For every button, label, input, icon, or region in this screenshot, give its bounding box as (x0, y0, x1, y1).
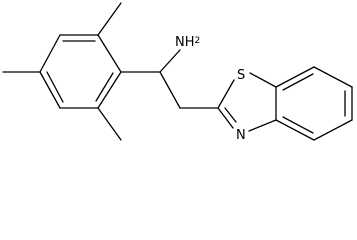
bond-ch-to-ch2 (159, 71, 181, 109)
ethylamine-chain (120, 49, 219, 109)
thiazole-bond-c2-n-inner (224, 107, 237, 123)
benzo-bond-4 (313, 119, 353, 141)
mesityl-ring (39, 34, 122, 109)
benzo-bond-1-inner (282, 73, 314, 91)
ring-bond-c6-c1-inner (95, 72, 114, 102)
thiazole-bond-s-c7a (249, 72, 277, 88)
amine-label-subscript: 2 (195, 36, 201, 46)
nitrogen-label: N (236, 128, 246, 143)
bond-ch-to-nh2 (159, 49, 181, 73)
sulfur-label: S (237, 68, 245, 83)
ring-bond-c6-c1 (97, 71, 122, 109)
atom-labels: NH2 S N (175, 35, 246, 143)
ring-bond-c3-c4 (39, 34, 61, 73)
thiazole-bond-c2-n (217, 107, 234, 129)
chemical-structure-diagram: NH2 S N (2, 2, 353, 143)
benzo-bond-5-inner (282, 116, 314, 134)
amine-label: NH2 (175, 35, 200, 50)
benzo-bond-1 (275, 66, 315, 88)
ring-bond-c4-c5-inner (46, 71, 64, 103)
methyl-bond-bottom (97, 107, 122, 141)
benzo-bond-5 (275, 119, 315, 141)
benzothiazole-ring (217, 66, 353, 141)
benzo-bond-2 (313, 66, 353, 88)
thiazole-bond-c2-s (217, 79, 235, 109)
amine-label-main: NH (175, 35, 195, 50)
thiazole-bond-n-c3a (248, 119, 277, 132)
methyl-bond-top (97, 2, 122, 36)
methyl-groups (2, 2, 122, 141)
ring-bond-c4-c5 (39, 71, 61, 109)
ring-bond-c1-c2 (97, 34, 122, 73)
